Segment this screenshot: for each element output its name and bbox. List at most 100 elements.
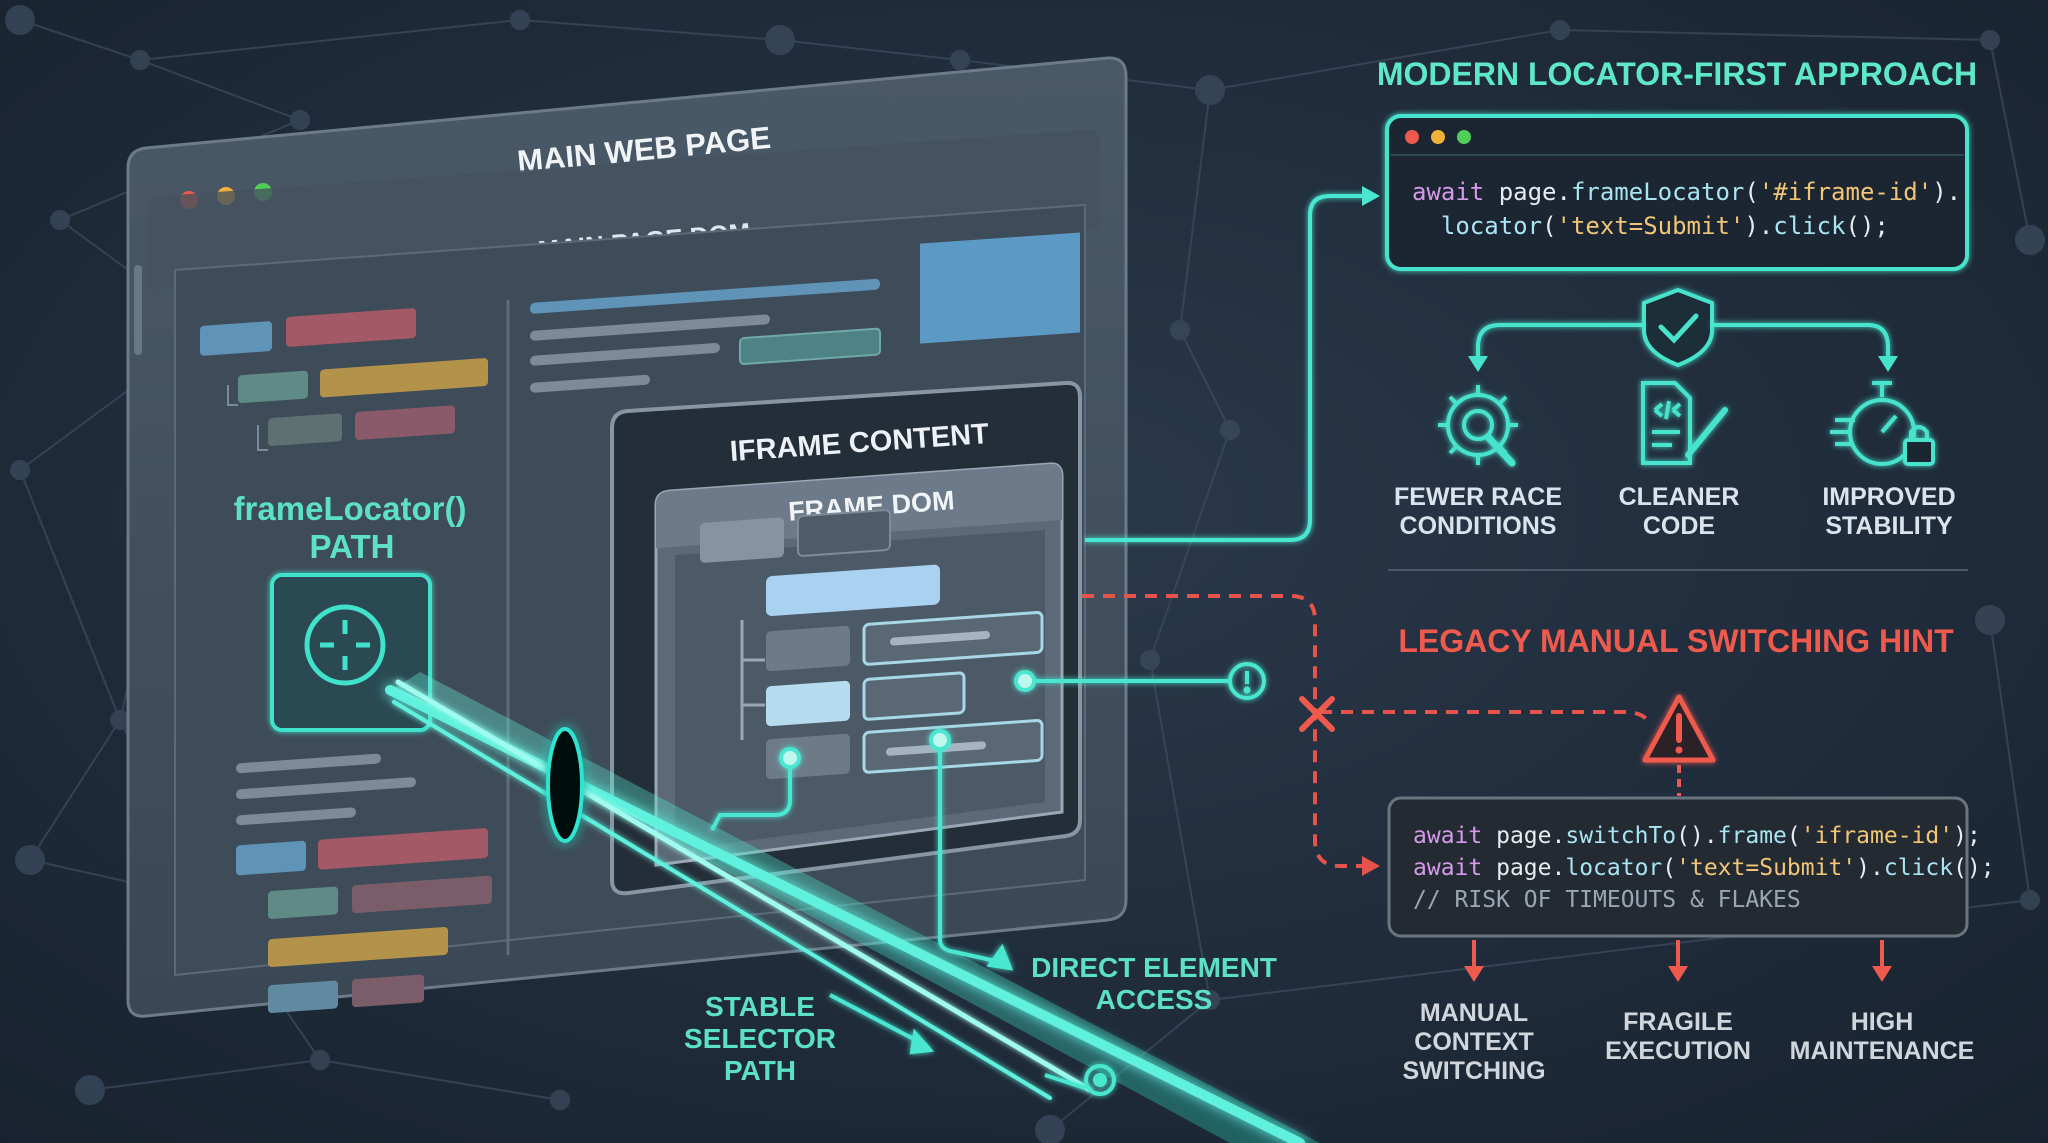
modern-code-block: await page.frameLocator('#iframe-id'). l… — [1412, 178, 1961, 240]
benefit-3-line1: IMPROVED — [1822, 483, 1955, 511]
frame-element-connectors — [710, 662, 1266, 1096]
drawback-arrow-3 — [1872, 966, 1892, 982]
direct-access-line2: ACCESS — [1096, 984, 1213, 1015]
stable-selector-line1: STABLE — [705, 991, 815, 1022]
drawback-3-line2: MAINTENANCE — [1790, 1037, 1975, 1065]
code-line: await page.frameLocator('#iframe-id'). — [1412, 178, 1961, 206]
code-token: locator — [1565, 855, 1662, 881]
shield-check-icon — [1642, 287, 1714, 368]
network-node — [765, 25, 795, 55]
drawback-1-line2: CONTEXT — [1414, 1028, 1533, 1056]
drawback-arrow-2 — [1668, 966, 1688, 982]
network-node — [550, 1090, 570, 1110]
crosshair-icon — [304, 604, 386, 686]
code-token: (); — [1846, 212, 1889, 240]
network-link — [1209, 29, 1561, 91]
network-node — [5, 5, 35, 35]
warning-icon — [1642, 694, 1716, 763]
code-token: page. — [1482, 855, 1565, 881]
frame-portal — [546, 727, 584, 843]
stable-selector-line2: SELECTOR — [684, 1023, 836, 1054]
network-node — [15, 845, 45, 875]
benefit-1-line1: FEWER RACE — [1394, 483, 1562, 511]
code-token: ). — [1744, 212, 1773, 240]
network-node — [1220, 420, 1240, 440]
code-token: '#iframe-id' — [1759, 178, 1932, 206]
network-node — [1550, 20, 1570, 40]
network-node — [510, 10, 530, 30]
network-link — [139, 59, 301, 121]
network-link — [1989, 39, 2031, 241]
network-node — [290, 110, 310, 130]
network-node — [75, 1075, 105, 1105]
code-line: await page.switchTo().frame('iframe-id')… — [1413, 823, 1981, 849]
frame-locator-label-line2: PATH — [310, 528, 395, 565]
code-token: (). — [1676, 823, 1718, 849]
legacy-connector-arrow — [1362, 856, 1380, 876]
network-node — [1980, 30, 2000, 50]
code-line: // RISK OF TIMEOUTS & FLAKES — [1413, 887, 1801, 913]
code-token: switchTo — [1565, 823, 1676, 849]
network-node — [1200, 990, 1220, 1010]
network-link — [1149, 429, 1231, 661]
drawback-2-line1: FRAGILE — [1623, 1008, 1733, 1036]
branch-arrow-right — [1878, 356, 1898, 372]
network-node — [110, 710, 130, 730]
code-token: page. — [1482, 823, 1565, 849]
code-token: frame — [1718, 823, 1787, 849]
network-link — [1989, 619, 2031, 901]
drawback-2-line2: EXECUTION — [1605, 1037, 1751, 1065]
code-token: (); — [1953, 855, 1995, 881]
benefit-2-line1: CLEANER — [1619, 483, 1740, 511]
code-token: ( — [1744, 178, 1758, 206]
modern-title: MODERN LOCATOR-FIRST APPROACH — [1377, 56, 1977, 92]
cross-icon — [1299, 696, 1335, 732]
code-token: ); — [1953, 823, 1981, 849]
drawback-arrow-1 — [1464, 966, 1484, 982]
network-node — [2015, 225, 2045, 255]
code-token: locator — [1441, 212, 1542, 240]
benefit-2-line2: CODE — [1643, 512, 1715, 540]
benefit-branches — [1476, 323, 1890, 360]
code-token: ). — [1856, 855, 1884, 881]
stable-selector-line3: PATH — [724, 1055, 796, 1086]
network-node — [310, 1050, 330, 1070]
code-token: 'text=Submit' — [1676, 855, 1856, 881]
network-link — [1149, 659, 1211, 1001]
legacy-title: LEGACY MANUAL SWITCHING HINT — [1398, 623, 1954, 659]
locator-target-box — [270, 573, 432, 732]
code-token: click — [1773, 212, 1846, 240]
benefit-1-line2: CONDITIONS — [1400, 512, 1557, 540]
network-link — [139, 19, 521, 61]
code-token: click — [1884, 855, 1953, 881]
network-node — [950, 50, 970, 70]
branch-arrow-left — [1468, 356, 1488, 372]
network-link — [19, 19, 141, 61]
network-link — [519, 19, 781, 41]
direct-access-line1: DIRECT ELEMENT — [1031, 952, 1277, 983]
network-link — [19, 469, 121, 721]
code-token: ( — [1542, 212, 1556, 240]
code-token: ( — [1662, 855, 1676, 881]
network-node — [1170, 320, 1190, 340]
frame-dom-tree — [700, 509, 1044, 780]
network-node — [130, 50, 150, 70]
drawback-arrows — [1472, 940, 1884, 970]
network-link — [89, 1059, 321, 1091]
network-link — [1559, 29, 1991, 41]
main-page-content — [530, 232, 1080, 393]
network-node — [1195, 75, 1225, 105]
network-link — [1179, 329, 1231, 431]
modern-code-panel: await page.frameLocator('#iframe-id'). l… — [1385, 114, 1969, 271]
network-node — [1035, 1115, 1065, 1143]
modern-connector — [1085, 194, 1368, 542]
main-dom-tree — [200, 308, 492, 1013]
drawback-1-line1: MANUAL — [1420, 999, 1528, 1027]
drawback-3-line1: HIGH — [1851, 1008, 1914, 1036]
code-token: 'iframe-id' — [1801, 823, 1953, 849]
network-node — [1975, 605, 2005, 635]
code-token — [1412, 212, 1441, 240]
network-link — [779, 39, 961, 61]
network-link — [1179, 89, 1211, 331]
